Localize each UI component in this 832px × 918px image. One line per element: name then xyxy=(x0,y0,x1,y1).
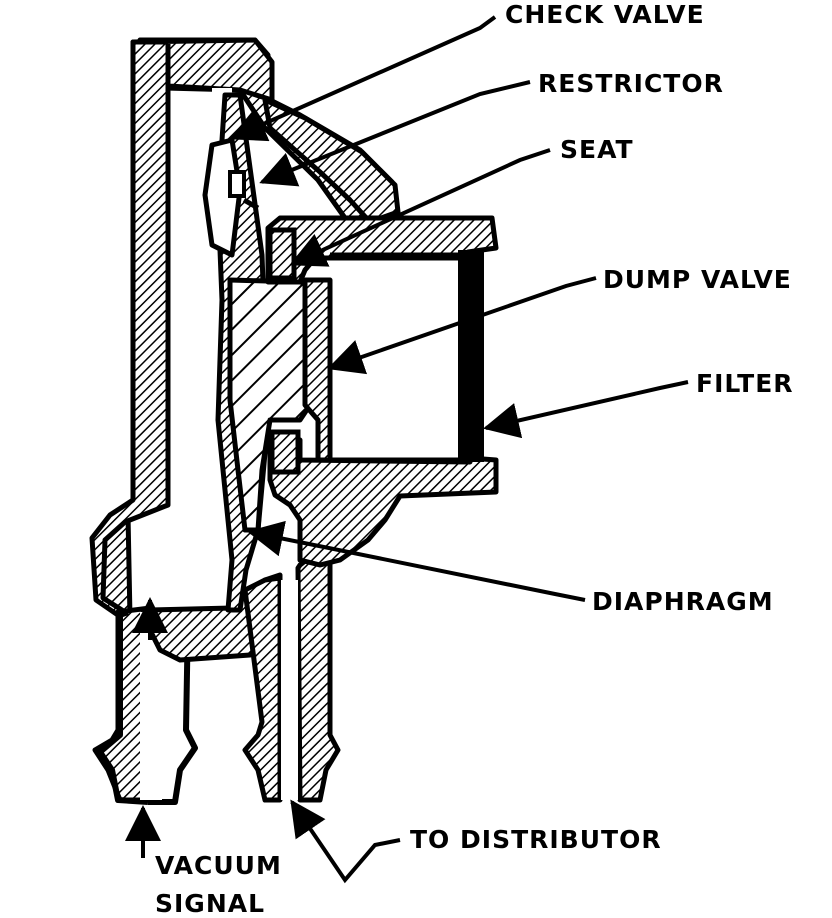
restrictor-label: RESTRICTOR xyxy=(538,69,724,98)
distributor-outlet-nozzle xyxy=(242,542,341,803)
filter-label: FILTER xyxy=(696,369,794,398)
dump-valve-label: DUMP VALVE xyxy=(603,265,792,294)
vacuum-signal-label-line2: SIGNAL xyxy=(155,889,265,918)
diaphragm-label: DIAPHRAGM xyxy=(592,587,774,616)
filter-element xyxy=(330,250,484,463)
vacuum-inlet-nozzle xyxy=(92,605,198,805)
leader-lines xyxy=(125,15,689,884)
dump-valve-body xyxy=(227,277,333,533)
check-valve-leader xyxy=(229,15,497,142)
restrictor-leader xyxy=(259,80,531,187)
dump-valve-leader xyxy=(327,276,597,375)
check-valve-label: CHECK VALVE xyxy=(505,0,705,29)
diaphragm-leader xyxy=(247,520,586,602)
filter-leader xyxy=(483,380,689,439)
to-distributor-leader xyxy=(290,799,401,884)
vacuum-signal-label-line1: VACUUM xyxy=(155,851,282,880)
to-distributor-label: TO DISTRIBUTOR xyxy=(410,825,662,854)
seat-label: SEAT xyxy=(560,135,634,164)
seat-leader xyxy=(289,148,551,267)
callout-labels: CHECK VALVE RESTRICTOR SEAT DUMP VALVE F… xyxy=(155,0,794,918)
